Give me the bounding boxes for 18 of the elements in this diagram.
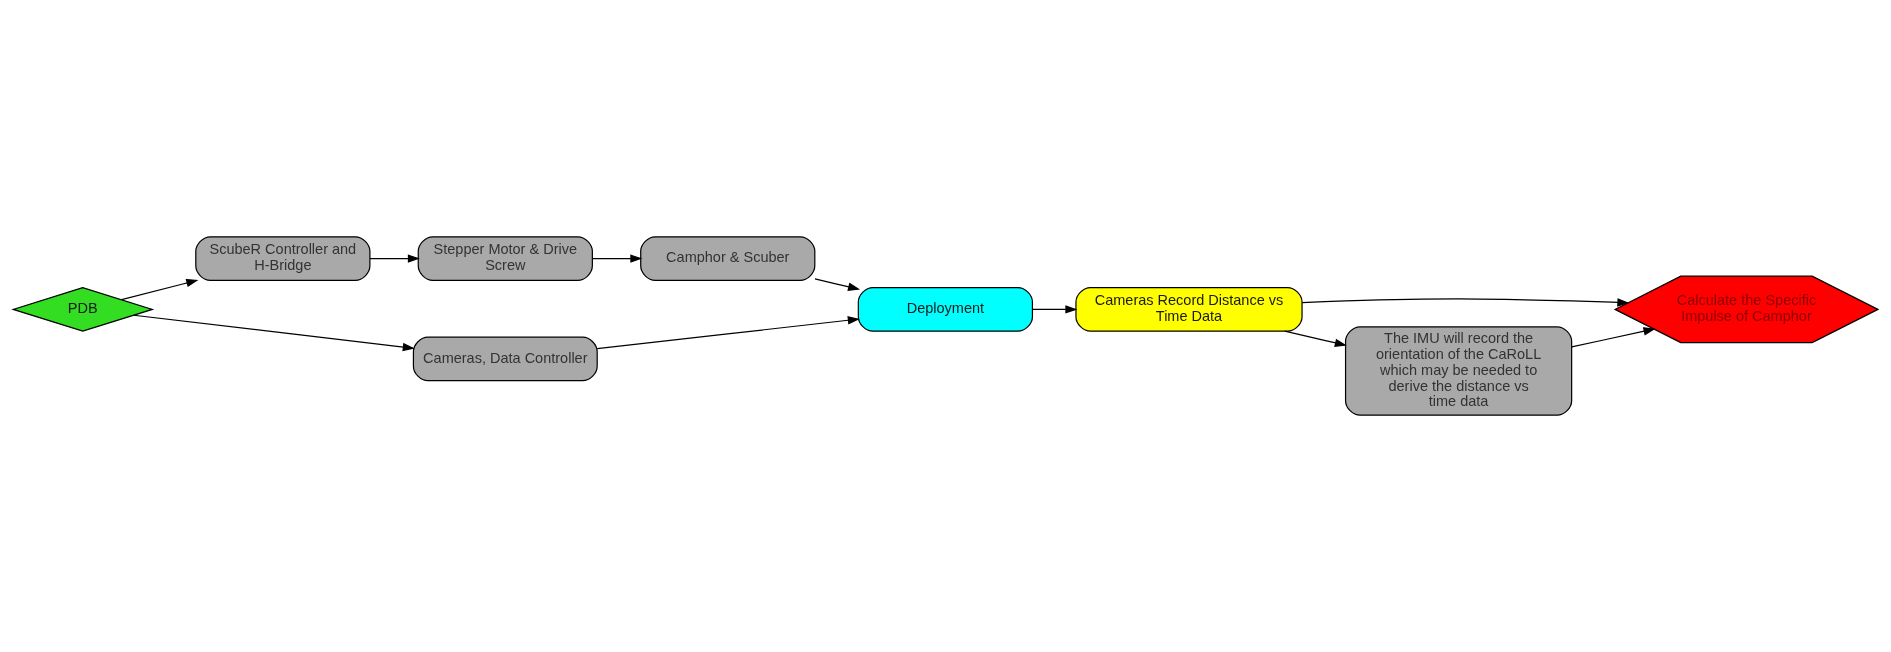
node-box: Deployment: [857, 287, 1034, 332]
node-box: Cameras Record Distance vs Time Data: [1075, 287, 1303, 332]
arrow: [591, 254, 643, 263]
node-box: ScubeR Controller and H-Bridge: [195, 236, 371, 281]
node-box: Camphor & Scuber: [640, 236, 816, 281]
arrow: [133, 314, 415, 352]
arrow: [1032, 305, 1078, 314]
arrow: [596, 316, 860, 350]
arrow: [121, 278, 199, 301]
arrow: [814, 278, 861, 291]
node-box: Cameras, Data Controller: [412, 336, 598, 382]
arrow: [1301, 298, 1630, 307]
arrow: [1571, 327, 1656, 348]
arrow: [1284, 330, 1347, 347]
arrow: [369, 254, 420, 263]
node-diamond: PDB: [11, 286, 155, 332]
node-box: The IMU will record the orientation of the CaRoLL which may be needed to derive the distance vs time data: [1344, 326, 1573, 416]
node-box: Stepper Motor & Drive Screw: [417, 236, 593, 281]
